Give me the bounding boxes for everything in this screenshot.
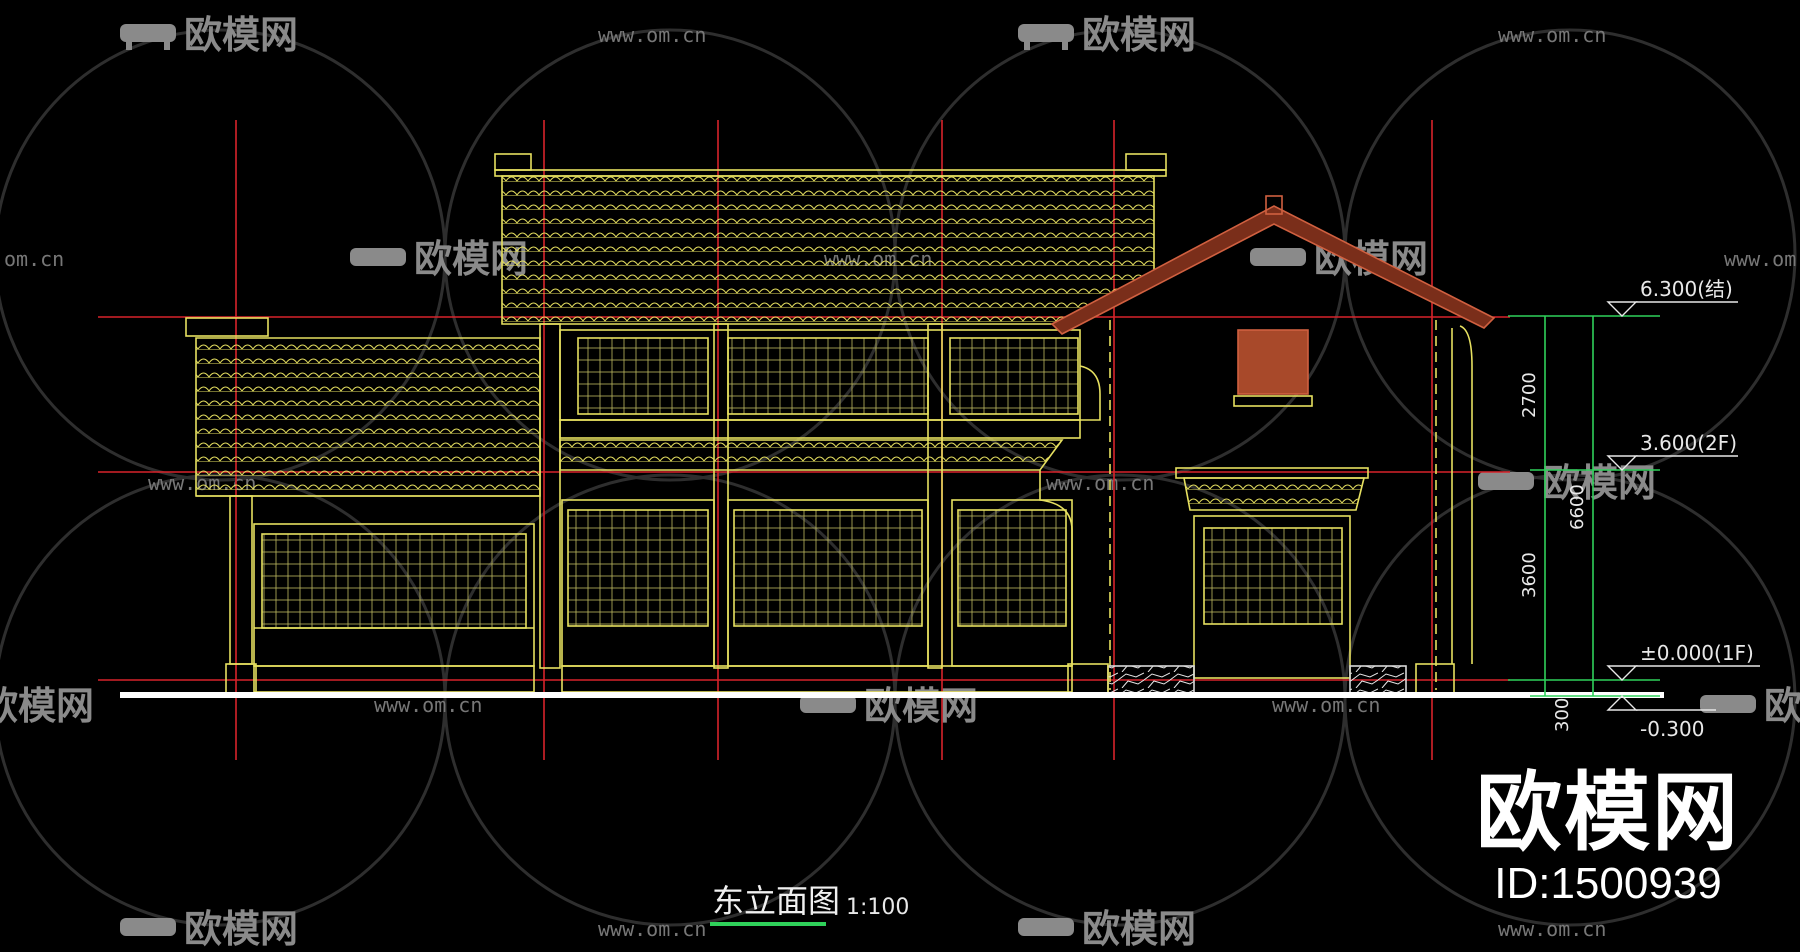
level-label-basement: -0.300 (1640, 717, 1704, 741)
watermark-url: www.om.cn (1498, 23, 1606, 47)
watermark-url: www.om.cn (1724, 247, 1800, 271)
drawing-scale: 1:100 (846, 895, 909, 920)
watermark-brand: 欧模网 (1082, 13, 1196, 57)
level-label-2f: 3.600(2F) (1640, 431, 1737, 455)
dimension-3600: 3600 (1519, 552, 1540, 598)
dimension-2700: 2700 (1519, 372, 1540, 418)
watermark-url: www.om.cn (1498, 917, 1606, 941)
ground-line (120, 692, 1664, 698)
watermark-brand-fragment: 欧模网 (0, 684, 94, 728)
watermark-brand-fragment: 欧模网 (1764, 684, 1800, 728)
level-label-roof: 6.300(结) (1640, 277, 1733, 301)
watermark-brand: 欧模网 (864, 684, 978, 728)
watermark-url: www.om.cn (1046, 471, 1154, 495)
level-markers (1606, 301, 1760, 711)
building-elevation (185, 153, 1496, 695)
watermark-url: www.om.cn (598, 917, 706, 941)
drawing-title-underline (710, 922, 826, 926)
watermark-layer: 欧模网 欧模网 欧模网 欧模网 欧模网 欧模网 欧模网 欧模网 欧模网 欧模网 … (0, 13, 1800, 951)
watermark-brand: 欧模网 (184, 13, 298, 57)
dimension-lines (1508, 315, 1660, 697)
watermark-url-fragment: om.cn (4, 247, 64, 271)
drawing-title: 东立面图 (712, 882, 840, 920)
watermark-url: www.om.cn (598, 23, 706, 47)
watermark-brand: 欧模网 (184, 907, 298, 951)
dimension-300: 300 (1552, 698, 1573, 732)
brand-name: 欧模网 (1476, 763, 1740, 863)
upper-window-group (577, 337, 1079, 415)
watermark-brand: 欧模网 (1542, 461, 1656, 505)
brand-badge: 欧模网 ID:1500939 (1476, 770, 1740, 906)
watermark-logo-icon (120, 24, 1756, 936)
level-label-1f: ±0.000(1F) (1640, 641, 1754, 665)
asset-id: ID:1500939 (1494, 859, 1722, 908)
dimension-6600: 6600 (1567, 484, 1588, 530)
watermark-brand: 欧模网 (1082, 907, 1196, 951)
